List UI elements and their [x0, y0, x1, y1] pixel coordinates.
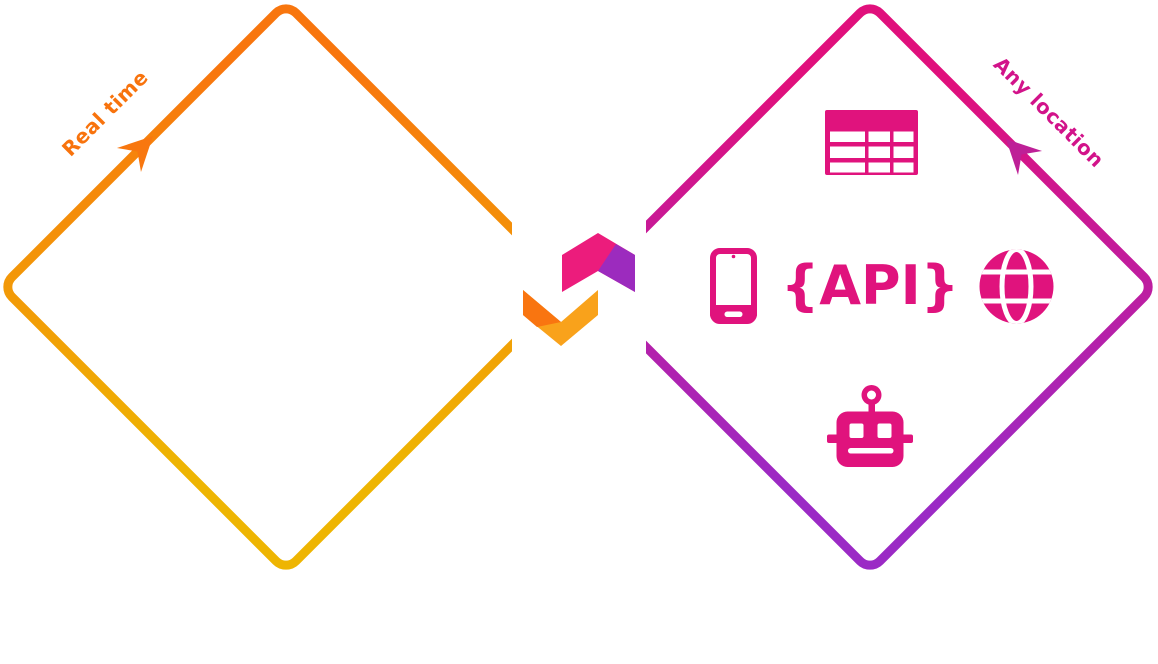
right-diamond-icons: {API}: [710, 110, 1054, 467]
any-location-label: Any location: [989, 52, 1109, 172]
robot-mouth: [848, 448, 894, 454]
smartphone-icon: [710, 248, 757, 324]
robot-icon: [827, 385, 913, 467]
smartphone-home-button: [724, 311, 743, 317]
robot-eye-left: [849, 423, 864, 438]
smartphone-speaker-dot: [731, 254, 736, 259]
robot-eye-right: [877, 423, 892, 438]
center-logo: [523, 233, 635, 346]
logo-lower-chevron-shade: [523, 290, 561, 327]
globe-icon: [979, 249, 1054, 324]
logo-gap-mask: [512, 212, 646, 362]
left-diamond-outline: [3, 4, 569, 570]
logo-upper-chevron-shade: [598, 244, 635, 292]
globe-icon-lines: [979, 249, 1054, 324]
api-label: {API}: [781, 254, 959, 317]
robot-head: [836, 411, 904, 467]
table-icon-cells: [830, 131, 914, 173]
table-icon: [825, 110, 918, 175]
